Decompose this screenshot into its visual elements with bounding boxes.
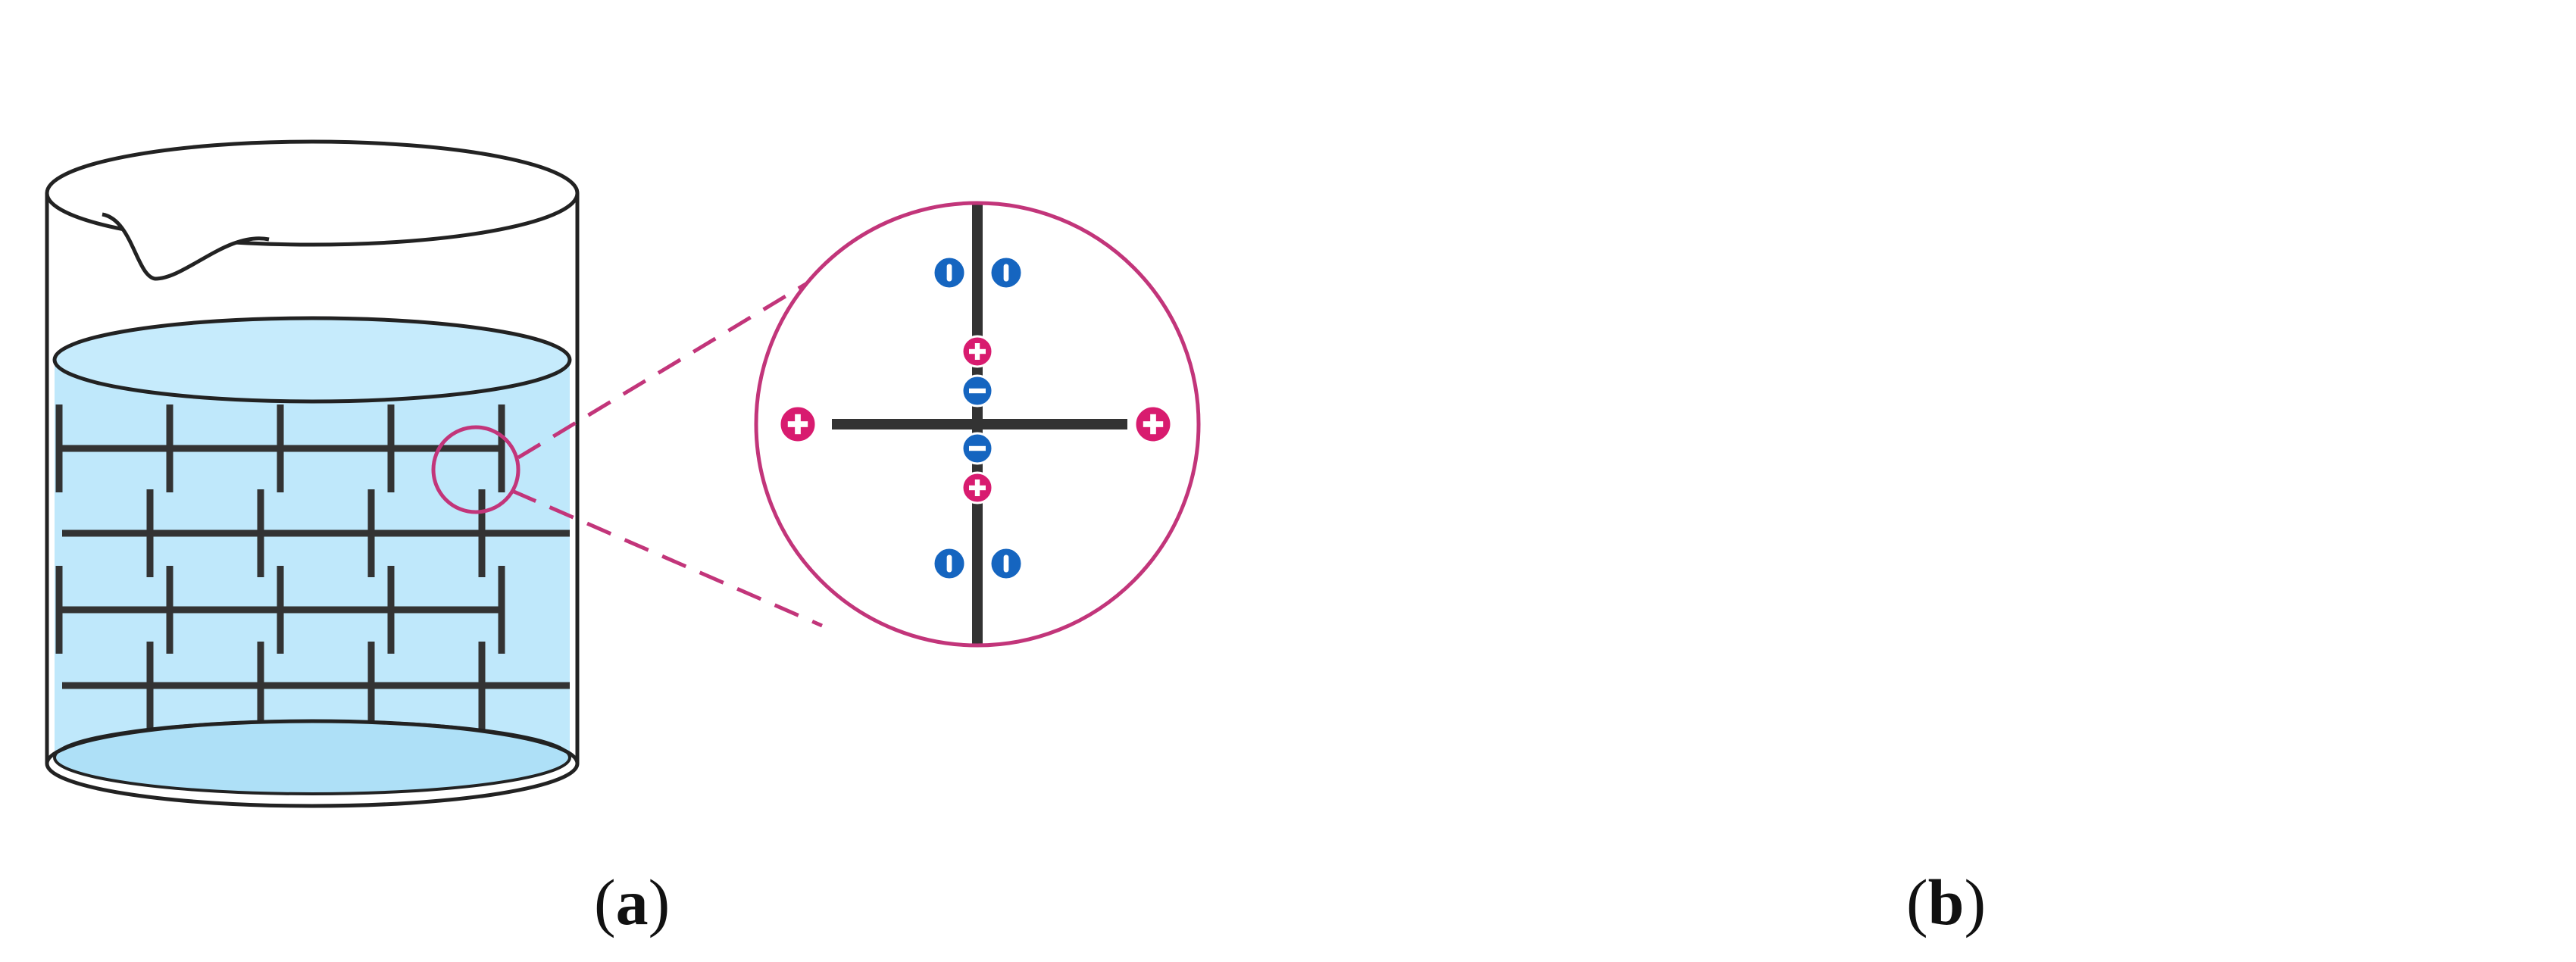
positive-charge-icon: [961, 335, 994, 368]
negative-charge-icon: [961, 432, 994, 465]
zoom-line-a-lower: [511, 489, 823, 628]
charges-a: [778, 255, 1173, 581]
neutral-charge-icon: [989, 546, 1024, 581]
beaker-a-spout: [102, 212, 270, 281]
zoom-source-circle-a: [431, 425, 521, 514]
positive-charge-icon: [961, 471, 994, 504]
positive-charge-icon: [1133, 404, 1173, 444]
neutral-charge-icon: [932, 546, 967, 581]
neutral-charge-icon: [932, 255, 967, 290]
zoom-marker-a: [431, 272, 824, 628]
zoom-circle-a: [754, 201, 1201, 648]
caption-b: (b): [1906, 866, 1987, 939]
liquid-surface-a: [52, 316, 572, 404]
beaker-a: [45, 139, 580, 808]
negative-charge-icon: [961, 374, 994, 408]
positive-charge-icon: [778, 404, 818, 444]
zoom-line-a-upper: [517, 272, 824, 460]
neutral-charge-icon: [989, 255, 1024, 290]
panel-a: [45, 139, 1201, 808]
platelets-a: [55, 404, 570, 729]
caption-a: (a): [594, 866, 671, 939]
